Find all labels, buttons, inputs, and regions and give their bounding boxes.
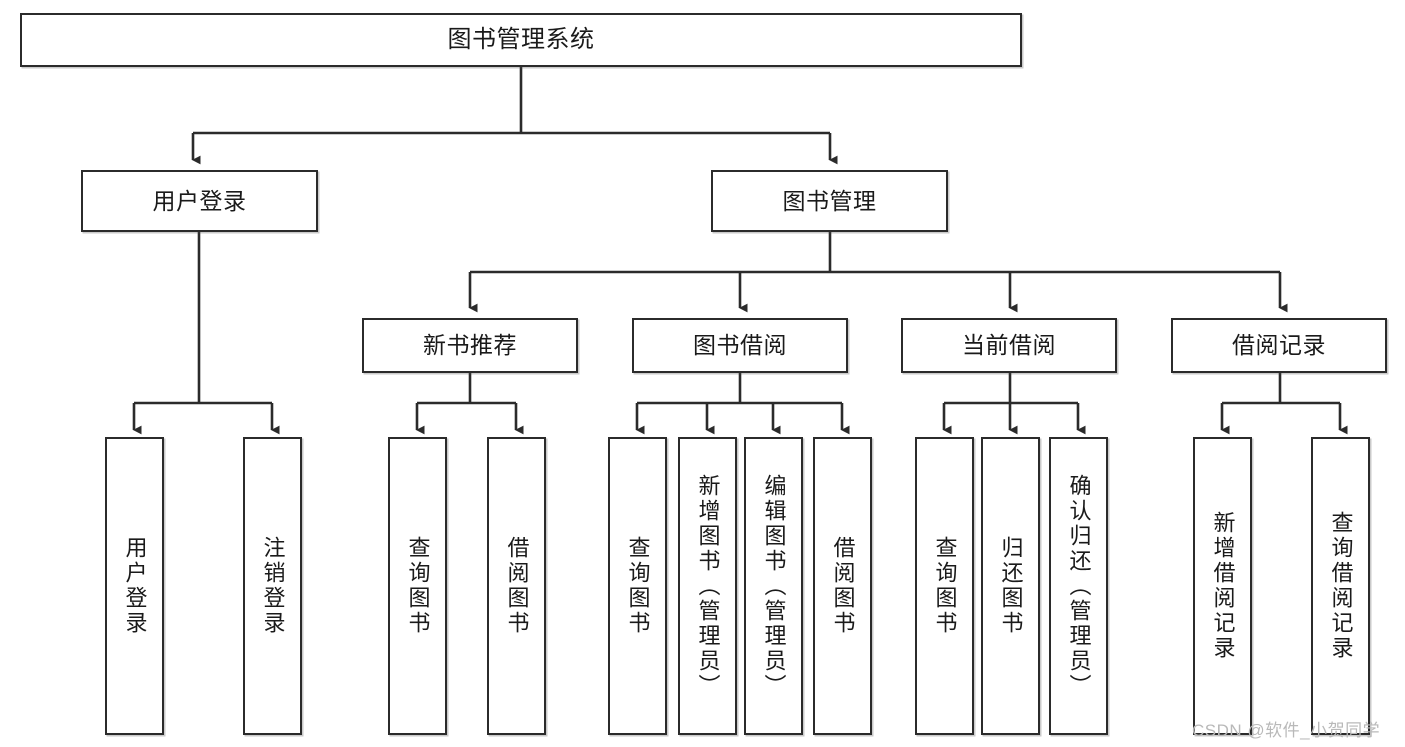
node-label: 用户登录 xyxy=(122,536,148,636)
node-book-borrow[interactable]: 图书借阅 xyxy=(632,318,848,373)
node-label: 图书管理系统 xyxy=(447,26,595,54)
node-label: 编辑图书（管理员） xyxy=(761,473,787,699)
node-label: 新书推荐 xyxy=(423,332,517,359)
node-borrow-record[interactable]: 借阅记录 xyxy=(1171,318,1387,373)
leaf-borrow-record-add-record[interactable]: 新增借阅记录 xyxy=(1193,437,1252,735)
node-book-management[interactable]: 图书管理 xyxy=(711,170,948,232)
leaf-user-login-logout[interactable]: 注销登录 xyxy=(243,437,302,735)
leaf-book-borrow-add-book-admin[interactable]: 新增图书（管理员） xyxy=(678,437,737,735)
node-label: 新增图书（管理员） xyxy=(695,473,721,699)
node-label: 查询图书 xyxy=(405,536,431,636)
node-label: 借阅图书 xyxy=(830,536,856,636)
node-label: 新增借阅记录 xyxy=(1210,511,1236,661)
leaf-book-borrow-borrow-book[interactable]: 借阅图书 xyxy=(813,437,872,735)
node-label: 用户登录 xyxy=(152,187,247,214)
leaf-new-book-borrow-book[interactable]: 借阅图书 xyxy=(487,437,546,735)
node-root-book-management-system[interactable]: 图书管理系统 xyxy=(20,13,1022,67)
node-label: 归还图书 xyxy=(998,536,1024,636)
leaf-current-borrow-return-book[interactable]: 归还图书 xyxy=(981,437,1040,735)
leaf-user-login-login[interactable]: 用户登录 xyxy=(105,437,164,735)
node-new-book-recommend[interactable]: 新书推荐 xyxy=(362,318,578,373)
node-label: 图书管理 xyxy=(782,187,877,214)
node-label: 确认归还（管理员） xyxy=(1066,473,1092,699)
node-label: 注销登录 xyxy=(260,536,286,636)
csdn-watermark: CSDN @软件_小贺同学 xyxy=(1192,721,1381,740)
leaf-new-book-query-book[interactable]: 查询图书 xyxy=(388,437,447,735)
node-label: 借阅记录 xyxy=(1232,332,1326,359)
node-label: 当前借阅 xyxy=(962,332,1056,359)
leaf-borrow-record-query-record[interactable]: 查询借阅记录 xyxy=(1311,437,1370,735)
node-label: 图书借阅 xyxy=(693,332,787,359)
leaf-current-borrow-confirm-return-admin[interactable]: 确认归还（管理员） xyxy=(1049,437,1108,735)
node-current-borrow[interactable]: 当前借阅 xyxy=(901,318,1117,373)
node-label: 借阅图书 xyxy=(504,536,530,636)
node-label: 查询借阅记录 xyxy=(1328,511,1354,661)
node-user-login[interactable]: 用户登录 xyxy=(81,170,318,232)
node-label: 查询图书 xyxy=(625,536,651,636)
leaf-book-borrow-query-book[interactable]: 查询图书 xyxy=(608,437,667,735)
leaf-current-borrow-query-book[interactable]: 查询图书 xyxy=(915,437,974,735)
node-label: 查询图书 xyxy=(932,536,958,636)
leaf-book-borrow-edit-book-admin[interactable]: 编辑图书（管理员） xyxy=(744,437,803,735)
